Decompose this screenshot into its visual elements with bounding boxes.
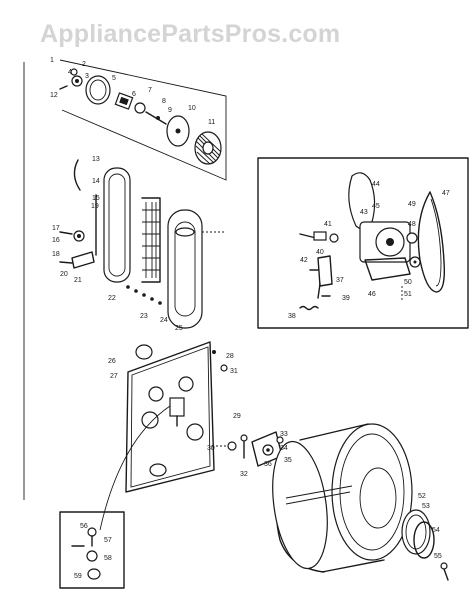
part-number: 28 (226, 353, 234, 360)
drum-assembly (240, 423, 449, 581)
part-number: 16 (52, 237, 60, 244)
part-number: 6 (132, 91, 136, 98)
part-number: 31 (230, 368, 238, 375)
part-number: 26 (108, 358, 116, 365)
part-number: 23 (140, 313, 148, 320)
part-number: 58 (104, 555, 112, 562)
part-number: 13 (92, 156, 100, 163)
part-number: 39 (342, 295, 350, 302)
part-number: 49 (408, 201, 416, 208)
part-number: 11 (208, 119, 215, 126)
part-number: 32 (240, 471, 248, 478)
part-number: 21 (74, 277, 82, 284)
part-number: 42 (300, 257, 308, 264)
part-number: 40 (316, 249, 324, 256)
part-number: 57 (104, 537, 112, 544)
roller-inset-box (59, 511, 125, 589)
part-number: 45 (372, 203, 380, 210)
part-number: 53 (422, 503, 430, 510)
part-number: 14 (92, 178, 100, 185)
part-number: 12 (50, 92, 58, 99)
part-number: 30 (207, 445, 215, 452)
part-number: 25 (175, 325, 183, 332)
part-number: 2 (82, 61, 86, 68)
part-number: 20 (60, 271, 68, 278)
part-number: 54 (432, 527, 440, 534)
part-number: 9 (168, 107, 172, 114)
part-number: 38 (288, 313, 296, 320)
part-number-labels: 1 2 3 4 5 6 7 8 9 10 11 12 13 14 15 16 1… (50, 57, 450, 580)
part-number: 47 (442, 190, 450, 197)
watermark-text: AppliancePartsPros.com (40, 20, 340, 48)
part-number: 48 (408, 221, 416, 228)
part-number: 37 (336, 277, 344, 284)
part-number: 22 (108, 295, 116, 302)
part-number: 3 (85, 73, 89, 80)
part-number: 50 (404, 279, 412, 286)
part-number: 51 (404, 291, 412, 298)
part-number: 35 (284, 457, 292, 464)
part-number: 19 (91, 203, 99, 210)
part-number: 5 (112, 75, 116, 82)
part-number: 36 (264, 461, 272, 468)
motor-assembly-box (257, 157, 469, 329)
part-number: 52 (418, 493, 426, 500)
part-number: 56 (80, 523, 88, 530)
part-number: 59 (74, 573, 82, 580)
part-number: 44 (372, 181, 380, 188)
bulkhead-belt-assembly (59, 159, 226, 329)
part-number: 46 (368, 291, 376, 298)
blower-assembly (59, 59, 227, 181)
part-number: 10 (188, 105, 196, 112)
part-number: 24 (160, 317, 168, 324)
part-number: 33 (280, 431, 288, 438)
part-number: 8 (162, 98, 166, 105)
part-number: 27 (110, 373, 118, 380)
part-number: 1 (50, 57, 54, 64)
part-number: 55 (434, 553, 442, 560)
part-number: 34 (280, 445, 288, 452)
part-number: 41 (324, 221, 332, 228)
part-number: 43 (360, 209, 368, 216)
part-number: 18 (52, 251, 60, 258)
part-number: 29 (233, 413, 241, 420)
part-number: 4 (68, 69, 72, 76)
part-number: 15 (92, 195, 100, 202)
part-number: 17 (52, 225, 60, 232)
part-number: 7 (148, 87, 152, 94)
front-bulkhead-assembly (99, 341, 237, 531)
